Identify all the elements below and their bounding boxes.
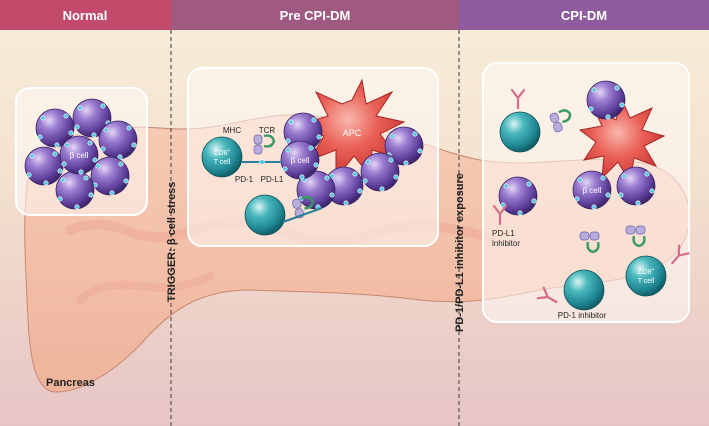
trigger-label: TRIGGER: β cell stress	[166, 182, 178, 302]
panel-header-pre-bg	[171, 0, 459, 30]
beta-cell-icon	[24, 146, 64, 186]
beta-cell-icon	[616, 166, 656, 206]
pdl1-inhibitor-label-2: inhibitor	[492, 239, 520, 248]
panel-header-normal-bg	[0, 0, 171, 30]
beta-cell-icon	[586, 80, 626, 120]
cpidm-panel: β cell CD8+ T cell PD-L1 inhibitor PD-1 …	[482, 62, 690, 323]
t-cell-icon	[563, 269, 605, 311]
panel-title-cpi: CPI-DM	[561, 8, 607, 23]
tcr-label: TCR	[259, 126, 276, 135]
t-cell-label: T cell	[214, 159, 231, 166]
apc-label: APC	[343, 128, 362, 138]
pancreas-texture-2	[76, 272, 214, 304]
beta-cell-label: β cell	[583, 186, 602, 195]
beta-cell-label: β cell	[70, 151, 89, 160]
normal-islet-panel: β cell	[15, 87, 148, 216]
t-cell-icon	[625, 255, 667, 297]
cd8-label: CD8+	[638, 267, 655, 276]
panel-header-cpi-bg	[459, 0, 709, 30]
beta-cell-icon	[360, 152, 400, 192]
panel-title-pre: Pre CPI-DM	[280, 8, 351, 23]
beta-cell-icon	[55, 170, 95, 210]
panel-title-normal: Normal	[63, 8, 108, 23]
cd8-label: CD8+	[214, 148, 231, 157]
t-cell-label: T cell	[638, 278, 655, 285]
pd1-pdl1-bond	[282, 207, 323, 223]
t-cell-icon	[499, 111, 541, 153]
pd1-inhibitor-label: PD-1 inhibitor	[558, 311, 607, 320]
pancreas-label: Pancreas	[46, 377, 95, 389]
pdl1-inhibitor-label: PD-L1	[492, 229, 515, 238]
pd1-label: PD-1	[235, 175, 254, 184]
beta-cell-label: β cell	[291, 156, 310, 165]
pdl1-label: PD-L1	[261, 175, 284, 184]
header-bar: Normal Pre CPI-DM CPI-DM	[0, 0, 709, 30]
pd1-receptor-icon	[259, 159, 265, 165]
pre-cpidm-panel: APC β cell CD8+ T cell MHC TCR PD-1 PD-L…	[187, 67, 439, 247]
mhc-label: MHC	[223, 126, 241, 135]
t-cell-icon	[201, 136, 243, 178]
exposure-label: PD-1/PD-L1 inhibitor exposure	[454, 173, 466, 332]
t-cell-icon	[244, 194, 286, 236]
beta-cell-icon	[98, 120, 138, 160]
